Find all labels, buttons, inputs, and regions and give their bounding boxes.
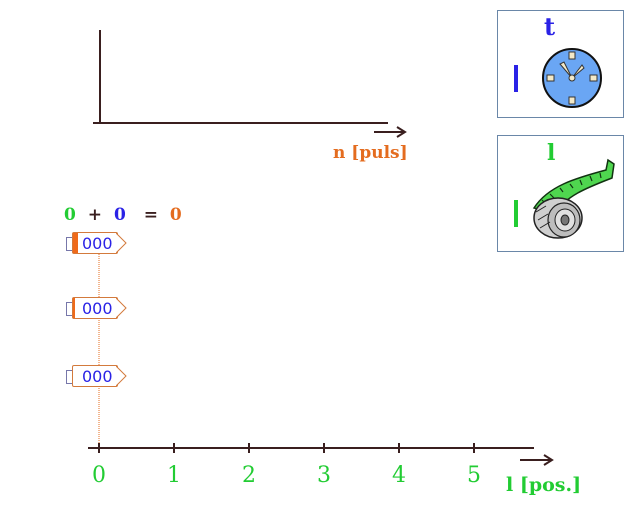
bottom-ticks [98, 443, 475, 453]
tick-label-2: 2 [242, 463, 256, 488]
counter-value: 000 [82, 234, 113, 253]
clock-icon[interactable] [540, 46, 604, 110]
equation-term-a: 0 [64, 205, 76, 225]
top-x-axis-label: n [puls] [333, 143, 408, 163]
tick-label-0: 0 [92, 463, 106, 488]
equation-equals: = [143, 205, 158, 225]
counter-body: 000 [72, 297, 118, 319]
sum-equation: 0 + 0 = 0 [64, 205, 182, 225]
length-indicator-bar [514, 200, 518, 227]
counter-value: 000 [82, 367, 113, 386]
tick-label-3: 3 [317, 463, 331, 488]
tape-measure-icon[interactable] [528, 158, 616, 246]
length-symbol: l [547, 140, 556, 166]
tick-label-4: 4 [392, 463, 406, 488]
equation-term-b: 0 [113, 205, 126, 225]
time-indicator-bar [514, 65, 518, 92]
counter-body: 000 [72, 365, 118, 387]
counter-fill [73, 298, 75, 318]
bottom-x-axis-label: l [pos.] [506, 474, 582, 496]
time-symbol: t [544, 12, 556, 41]
counter-arrow-icon [116, 232, 127, 254]
tick-label-5: 5 [467, 463, 481, 488]
counter-arrow-icon [116, 365, 127, 387]
top-arrow-head [396, 126, 407, 138]
tick-label-1: 1 [167, 463, 181, 488]
equation-plus: + [87, 205, 103, 225]
counter-cap [66, 237, 73, 251]
counter-1[interactable]: 000 [66, 232, 127, 254]
counter-value: 000 [82, 299, 113, 318]
counter-cap [66, 302, 73, 316]
bottom-arrow-head [543, 454, 554, 466]
counter-body: 000 [72, 232, 118, 254]
counter-arrow-icon [116, 297, 127, 319]
counter-2[interactable]: 000 [66, 297, 127, 319]
counter-cap [66, 370, 73, 384]
equation-result: 0 [169, 205, 182, 225]
counter-3[interactable]: 000 [66, 365, 127, 387]
counter-fill [73, 233, 78, 253]
